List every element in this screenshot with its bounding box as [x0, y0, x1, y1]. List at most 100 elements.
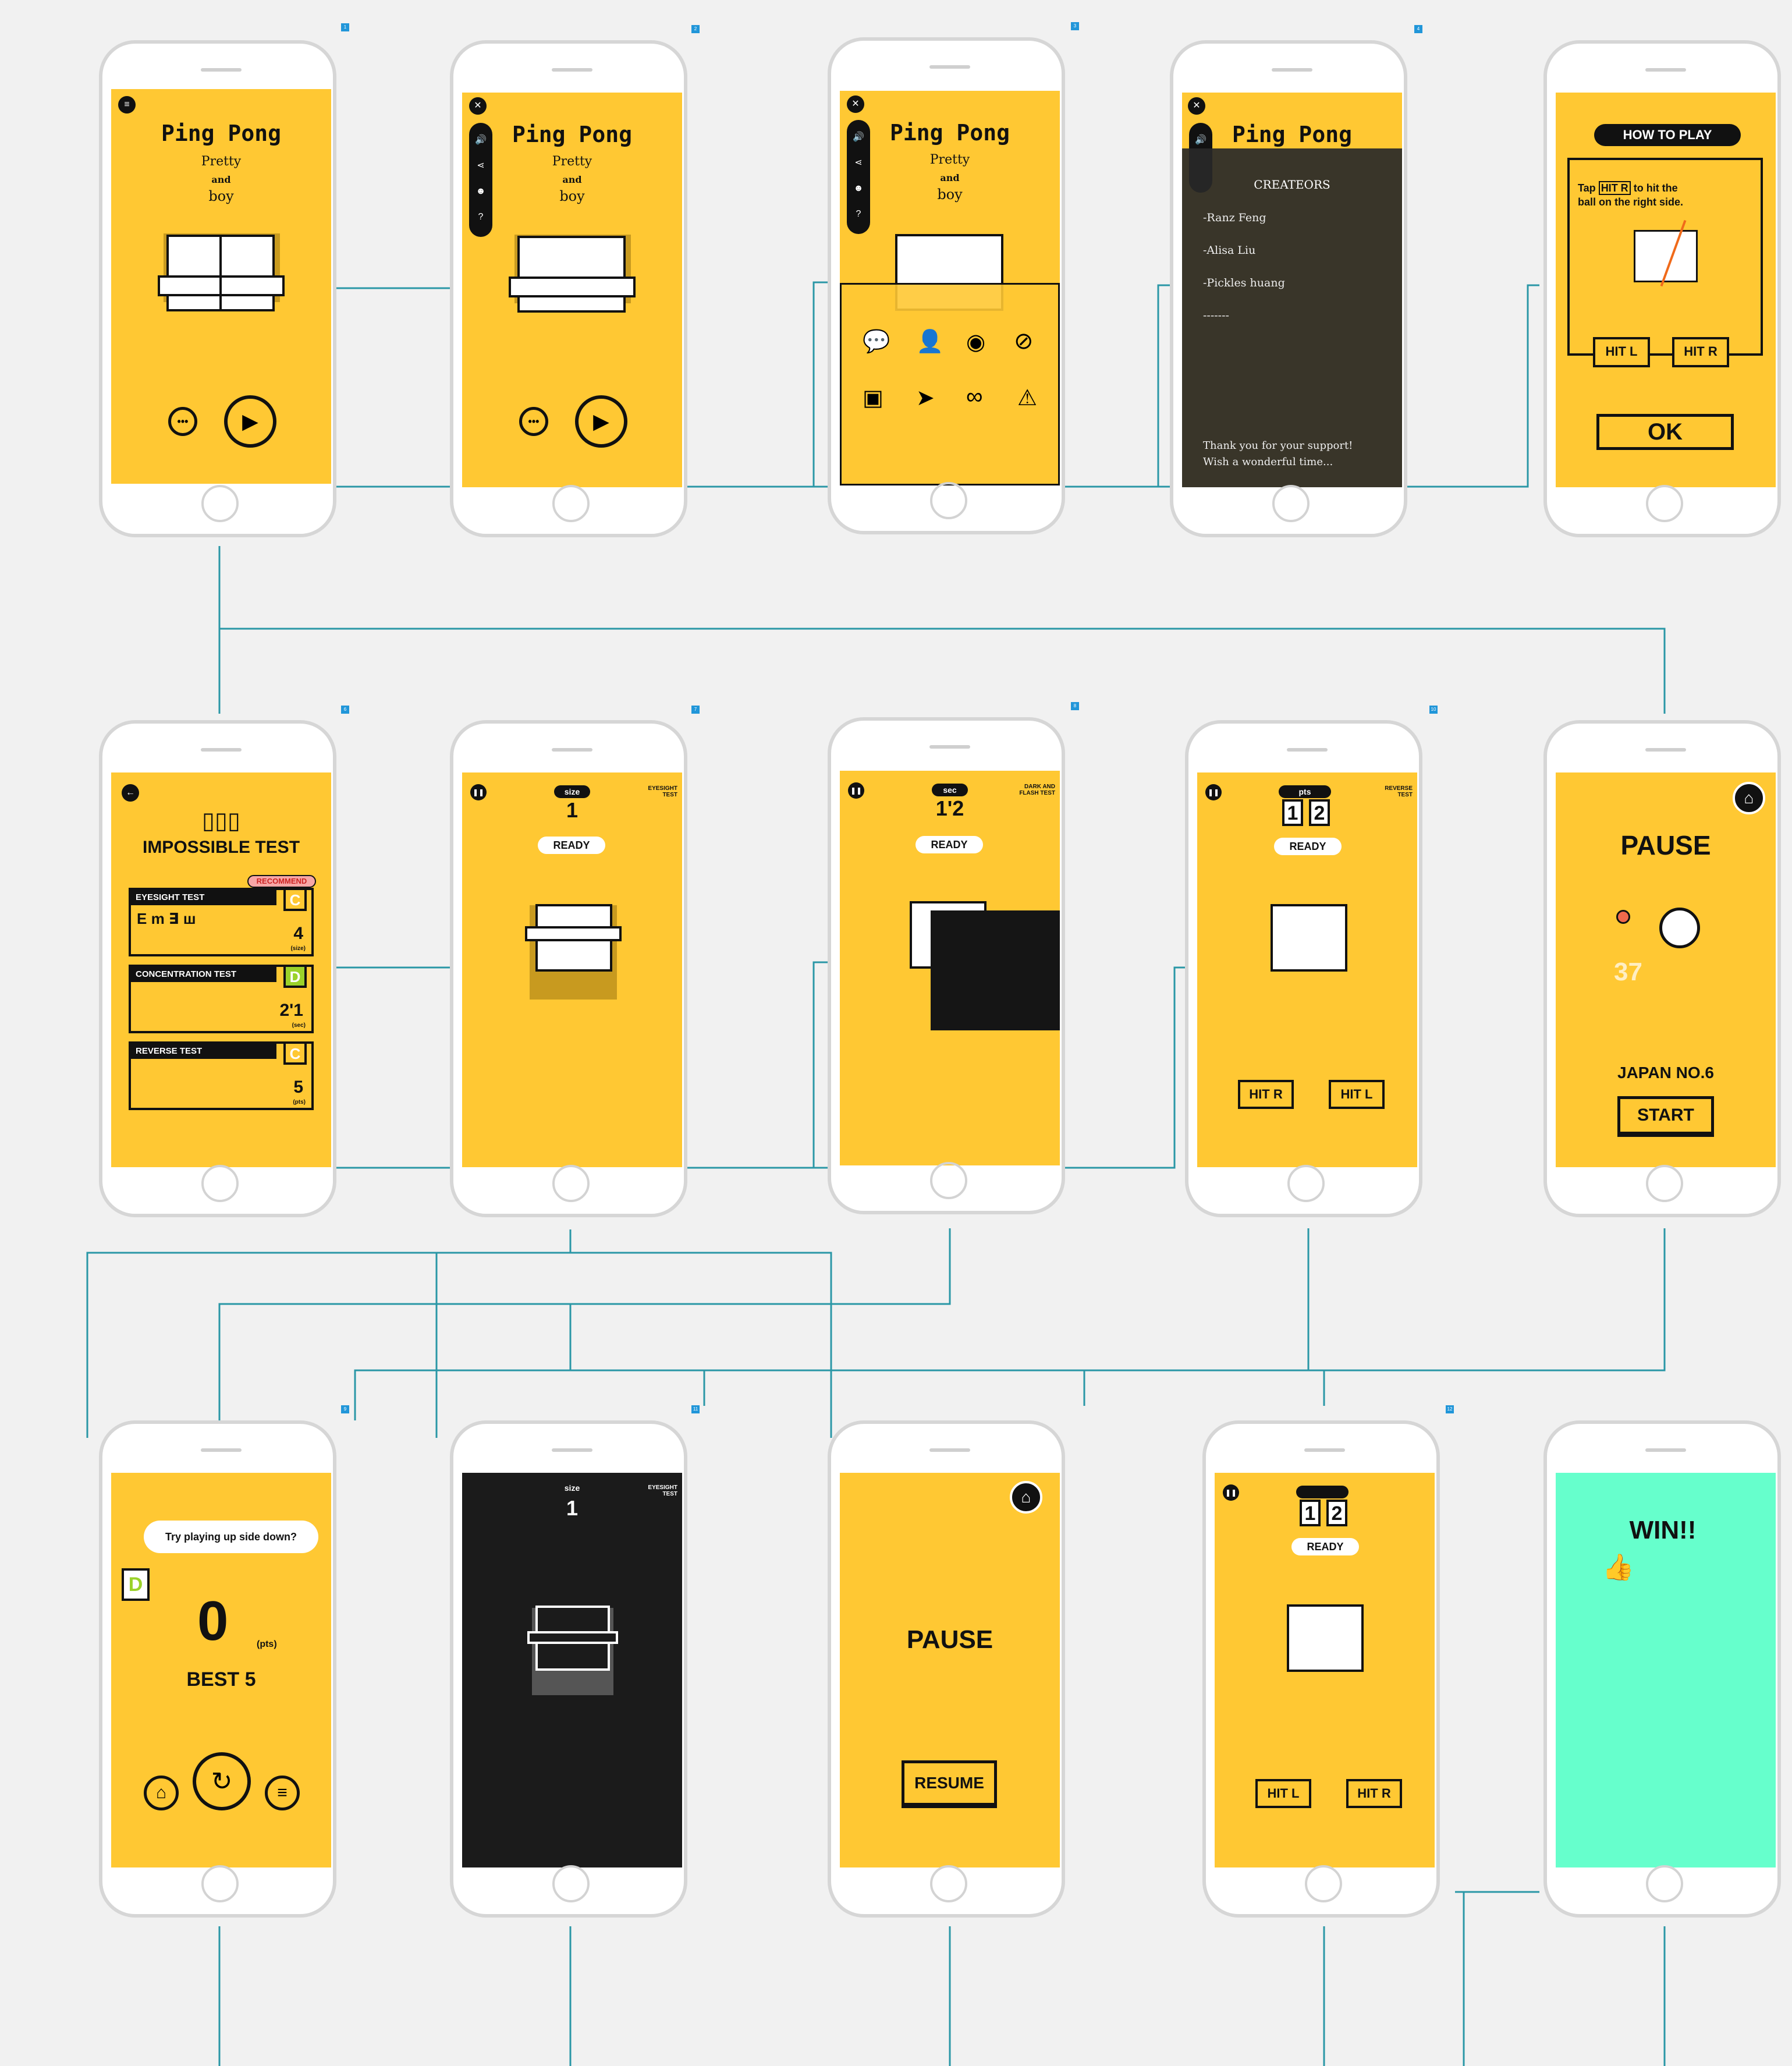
list-icon[interactable]: ≡: [265, 1776, 300, 1810]
reverse-test-card[interactable]: REVERSE TEST C 5 (pts): [129, 1041, 314, 1110]
hit-l-button[interactable]: HIT L: [1329, 1080, 1385, 1109]
face-icon[interactable]: ☻: [475, 186, 486, 196]
hit-l-button[interactable]: HIT L: [1593, 337, 1650, 367]
share-icon[interactable]: ⋖: [477, 161, 485, 171]
speaker: [201, 1448, 242, 1452]
speaker: [201, 68, 242, 72]
phone-home-button[interactable]: [1646, 485, 1683, 522]
share-icon[interactable]: ⋖: [854, 158, 863, 168]
screen-eyesight-test: ❚❚ size 1 EYESIGHT TEST READY: [450, 720, 687, 1217]
back-icon[interactable]: ←: [122, 784, 139, 802]
screen-normal-game: ❚❚ 1 2 READY HIT L HIT R: [1202, 1420, 1440, 1918]
size-pill: size: [554, 785, 590, 798]
howto-screen: HOW TO PLAY Tap HIT R to hit the ball on…: [1556, 93, 1776, 487]
credits-heading: CREATEORS: [1254, 178, 1330, 192]
screen-home-sidebar: ✕ 🔊 ⋖ ☻ ? Ping Pong Pretty and boy ••• ▶: [450, 40, 687, 537]
play-button[interactable]: ▶: [224, 395, 276, 448]
pause-icon[interactable]: ❚❚: [1205, 784, 1222, 800]
phone-home-button[interactable]: [1287, 1165, 1325, 1202]
thanks-line: Wish a wonderful time...: [1203, 456, 1333, 468]
retry-icon[interactable]: ↻: [193, 1752, 251, 1810]
home-icon[interactable]: ⌂: [144, 1776, 179, 1810]
speaker: [552, 748, 592, 752]
phone-home-button[interactable]: [930, 482, 967, 519]
help-icon[interactable]: ?: [856, 209, 861, 219]
phone-home-button[interactable]: [552, 1865, 590, 1902]
eyesight-test-card[interactable]: EYESIGHT TEST C E m ∃ ш 4 (size): [129, 888, 314, 956]
home-icon[interactable]: ⌂: [1010, 1481, 1042, 1514]
start-button[interactable]: START: [1617, 1096, 1714, 1135]
menu-screen: ← ▯▯▯ IMPOSSIBLE TEST RECOMMEND EYESIGHT…: [111, 772, 331, 1167]
more-button[interactable]: •••: [168, 407, 197, 436]
phone-home-button[interactable]: [930, 1162, 967, 1199]
hit-l-button[interactable]: HIT L: [1255, 1779, 1311, 1808]
test-name: CONCENTRATION TEST: [131, 967, 276, 982]
close-icon[interactable]: ✕: [1188, 97, 1205, 115]
weibo-icon[interactable]: ◉: [966, 330, 986, 355]
phone-home-button[interactable]: [1305, 1865, 1342, 1902]
frame-badge: 4: [1414, 25, 1422, 33]
score-digit: 2: [1309, 799, 1330, 826]
pause-rank-screen: ⌂ PAUSE 37 JAPAN NO.6 START: [1556, 772, 1776, 1167]
sound-icon[interactable]: 🔊: [475, 135, 487, 145]
screen-pause: ⌂ PAUSE RESUME: [828, 1420, 1065, 1918]
resume-button[interactable]: RESUME: [902, 1760, 997, 1806]
credit-name: -Pickles huang: [1203, 277, 1285, 289]
ok-button[interactable]: OK: [1596, 414, 1734, 450]
close-icon[interactable]: ✕: [469, 97, 487, 115]
link-icon[interactable]: ∞: [966, 384, 983, 409]
sound-icon[interactable]: 🔊: [1195, 135, 1207, 145]
subtitle-boy: boy: [208, 188, 234, 204]
screen-home: ≡ Ping Pong Pretty and boy ••• ▶: [99, 40, 336, 537]
image-icon[interactable]: ▣: [863, 386, 883, 410]
phone-home-button[interactable]: [1646, 1865, 1683, 1902]
phone-home-button[interactable]: [1646, 1165, 1683, 1202]
grade-badge: D: [122, 1568, 150, 1601]
credit-name: -Alisa Liu: [1203, 244, 1256, 257]
screen-reverse-test: ❚❚ pts 1 2 REVERSE TEST READY HIT R HIT …: [1185, 720, 1422, 1217]
hit-r-button[interactable]: HIT R: [1238, 1080, 1294, 1109]
warning-icon[interactable]: ⚠: [1017, 386, 1038, 410]
compass-icon[interactable]: ⊘: [1014, 328, 1034, 354]
phone-home-button[interactable]: [201, 485, 239, 522]
speaker: [1272, 68, 1312, 72]
phone-home-button[interactable]: [930, 1865, 967, 1902]
howto-tap-rest: to hit the: [1633, 182, 1678, 194]
screen-pause-rank: ⌂ PAUSE 37 JAPAN NO.6 START: [1543, 720, 1781, 1217]
size-value: 1: [566, 798, 579, 822]
share-panel: 💬 👤 ◉ ⊘ ▣ ➤ ∞ ⚠: [840, 283, 1060, 486]
test-unit: (pts): [293, 1099, 306, 1105]
phone-home-button[interactable]: [552, 485, 590, 522]
game-title: Ping Pong: [161, 121, 281, 146]
phone-home-button[interactable]: [201, 1165, 239, 1202]
sec-pill: sec: [932, 784, 968, 796]
send-icon[interactable]: ➤: [916, 386, 935, 410]
pause-icon[interactable]: ❚❚: [1223, 1484, 1239, 1501]
phone-home-button[interactable]: [201, 1865, 239, 1902]
ping-pong-table: [1271, 904, 1347, 972]
phone-home-button[interactable]: [1272, 485, 1310, 522]
sound-icon[interactable]: 🔊: [853, 132, 864, 142]
close-icon[interactable]: ✕: [847, 95, 864, 113]
score-digit: 2: [1326, 1500, 1347, 1526]
more-button[interactable]: •••: [519, 407, 548, 436]
help-icon[interactable]: ?: [478, 212, 484, 222]
hit-r-button[interactable]: HIT R: [1672, 337, 1729, 367]
face-icon[interactable]: ☻: [853, 183, 864, 193]
play-button[interactable]: ▶: [575, 395, 627, 448]
size-value: 1: [566, 1496, 579, 1520]
test-score: 2'1: [279, 1001, 303, 1020]
home-icon[interactable]: ⌂: [1733, 782, 1765, 814]
screen-dark-eyesight: size 1 EYESIGHT TEST: [450, 1420, 687, 1918]
frame-badge: 2: [691, 25, 700, 33]
qq-icon[interactable]: 👤: [916, 329, 944, 354]
hit-r-button[interactable]: HIT R: [1346, 1779, 1402, 1808]
menu-icon[interactable]: ≡: [118, 96, 136, 114]
pause-icon[interactable]: ❚❚: [848, 782, 864, 799]
speaker: [552, 1448, 592, 1452]
wechat-icon[interactable]: 💬: [863, 329, 890, 354]
pause-title: PAUSE: [906, 1625, 993, 1654]
phone-home-button[interactable]: [552, 1165, 590, 1202]
concentration-test-card[interactable]: CONCENTRATION TEST D 2'1 (sec): [129, 965, 314, 1033]
pause-icon[interactable]: ❚❚: [470, 784, 487, 800]
